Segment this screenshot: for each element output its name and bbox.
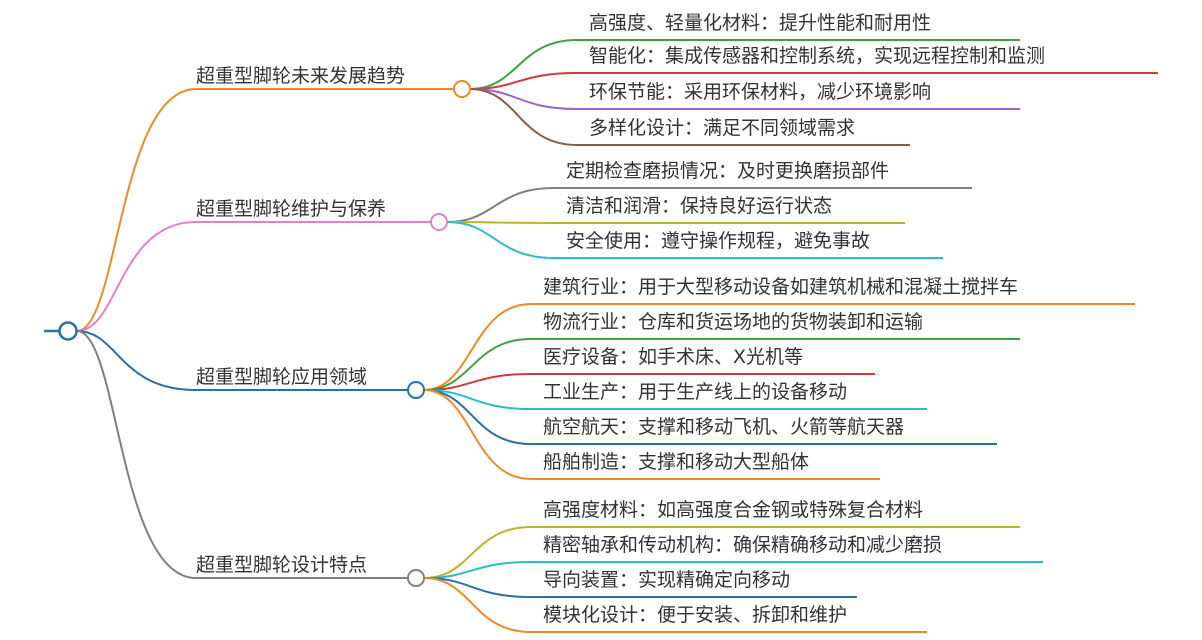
branch-future-trends: 超重型脚轮未来发展趋势 高强度、轻量化材料：提升性能和耐用性 智能化：集成传感器… [196, 12, 1045, 139]
leaf-connector [469, 39, 578, 90]
leaf-connector [423, 373, 532, 391]
branch-node[interactable] [407, 381, 425, 399]
leaf-label[interactable]: 建筑行业：用于大型移动设备如建筑机械和混凝土搅拌车 [543, 276, 1018, 298]
leaf-connector [423, 526, 532, 579]
leaf-label[interactable]: 导向装置：实现精确定向移动 [543, 569, 790, 591]
leaf-label[interactable]: 医疗设备：如手术床、X光机等 [543, 346, 803, 368]
leaf-connector [469, 88, 578, 146]
leaf-label[interactable]: 模块化设计：便于安装、拆卸和维护 [543, 604, 847, 626]
branch-node[interactable] [453, 80, 471, 98]
leaf-label[interactable]: 清洁和润滑：保持良好运行状态 [566, 195, 832, 217]
leaf-connector [446, 221, 555, 224]
leaf-connector [469, 72, 578, 90]
branch-label-maintenance[interactable]: 超重型脚轮维护与保养 [196, 198, 386, 220]
branch-node[interactable] [430, 213, 448, 231]
leaf-connector [423, 338, 532, 391]
leaf-connector [423, 389, 532, 445]
leaf-connector [423, 389, 532, 480]
leaf-label[interactable]: 环保节能：采用环保材料，减少环境影响 [589, 81, 931, 103]
leaf-label[interactable]: 多样化设计：满足不同领域需求 [589, 117, 855, 139]
leaf-connector [423, 303, 532, 391]
root-branch-connector [76, 88, 197, 332]
connector-layer [76, 39, 1158, 633]
leaf-label[interactable]: 高强度材料：如高强度合金钢或特殊复合材料 [543, 499, 923, 521]
branch-label-design-features[interactable]: 超重型脚轮设计特点 [196, 554, 367, 576]
root-node[interactable] [58, 321, 78, 341]
leaf-connector [469, 88, 578, 110]
leaf-label[interactable]: 定期检查磨损情况：及时更换磨损部件 [566, 160, 889, 182]
root-branch-connector [76, 221, 197, 332]
leaf-connector [423, 577, 532, 598]
leaf-label[interactable]: 精密轴承和传动机构：确保精确移动和减少磨损 [543, 534, 942, 556]
branch-maintenance: 超重型脚轮维护与保养 定期检查磨损情况：及时更换磨损部件 清洁和润滑：保持良好运… [196, 160, 889, 252]
leaf-label[interactable]: 智能化：集成传感器和控制系统，实现远程控制和监测 [589, 45, 1045, 67]
leaf-connector [423, 577, 532, 633]
root-branch-connector [76, 330, 197, 579]
leaf-label[interactable]: 船舶制造：支撑和移动大型船体 [543, 451, 809, 473]
leaf-connector [446, 221, 555, 259]
leaf-label[interactable]: 安全使用：遵守操作规程，避免事故 [566, 230, 870, 252]
leaf-label[interactable]: 物流行业：仓库和货运场地的货物装卸和运输 [543, 311, 923, 333]
branch-label-applications[interactable]: 超重型脚轮应用领域 [196, 366, 367, 388]
leaf-label[interactable]: 高强度、轻量化材料：提升性能和耐用性 [589, 12, 931, 34]
branch-node[interactable] [407, 569, 425, 587]
leaf-label[interactable]: 航空航天：支撑和移动飞机、火箭等航天器 [543, 416, 904, 438]
root-branch-connector [76, 330, 197, 391]
branch-design-features: 超重型脚轮设计特点 高强度材料：如高强度合金钢或特殊复合材料 精密轴承和传动机构… [196, 499, 942, 626]
leaf-connector [423, 389, 532, 410]
branch-applications: 超重型脚轮应用领域 建筑行业：用于大型移动设备如建筑机械和混凝土搅拌车 物流行业… [196, 276, 1018, 473]
leaf-connector [423, 561, 532, 579]
branch-label-future-trends[interactable]: 超重型脚轮未来发展趋势 [196, 65, 405, 87]
leaf-label[interactable]: 工业生产：用于生产线上的设备移动 [543, 381, 847, 403]
leaf-connector [446, 187, 555, 223]
